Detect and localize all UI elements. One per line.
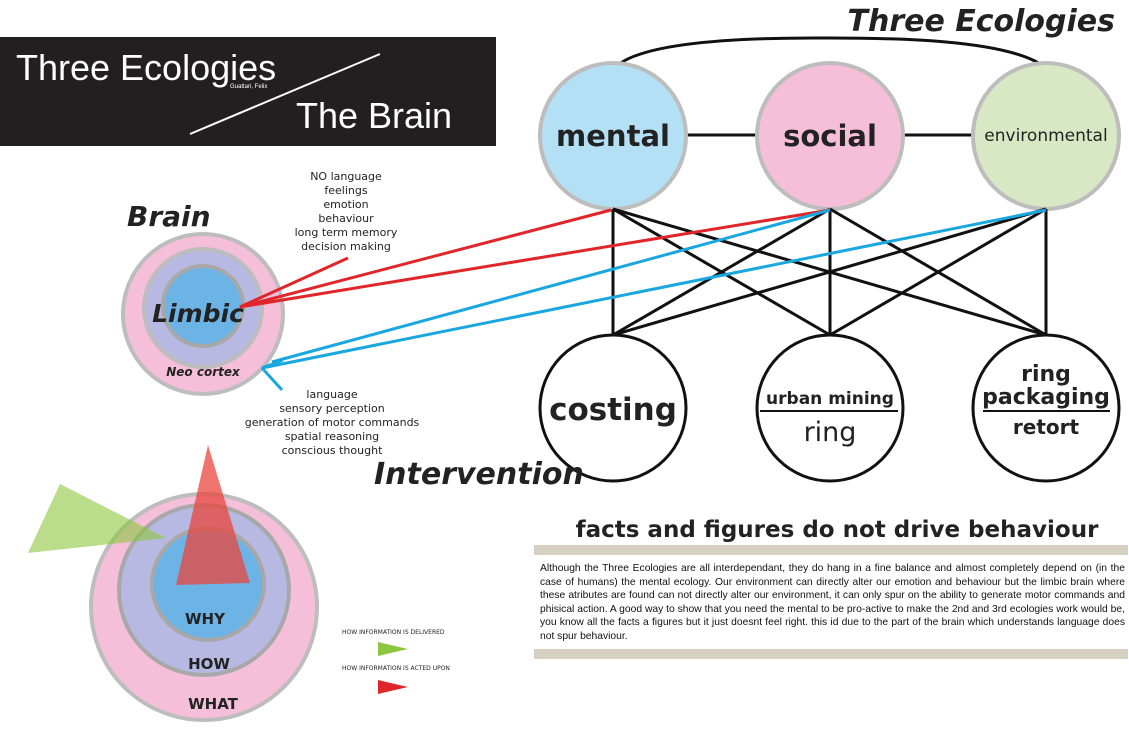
limbic-function: feelings	[324, 184, 367, 197]
neocortex-function: conscious thought	[282, 444, 383, 457]
limbic-function: long term memory	[295, 226, 398, 239]
ecology-intervention-connectors	[611, 207, 1048, 337]
packaging-label: packaging	[982, 385, 1110, 410]
neocortex-function: language	[306, 388, 357, 401]
facts-top-bar	[534, 545, 1128, 555]
limbic-function: emotion	[323, 198, 368, 211]
environmental-label: environmental	[984, 126, 1107, 146]
urban-mining-ring-label: ring	[804, 417, 857, 448]
urban-mining-node	[755, 333, 905, 483]
neocortex-function: spatial reasoning	[285, 430, 379, 443]
packaging-ring-label: ring	[1021, 362, 1071, 387]
title-box-background	[0, 37, 496, 146]
limbic-function: decision making	[301, 240, 391, 253]
legend-acted-arrow	[378, 680, 408, 694]
limbic-function: NO language	[310, 170, 382, 183]
acted-wedge	[176, 445, 250, 585]
limbic-function-list: NO language feelings emotion behaviour l…	[295, 170, 398, 253]
limbic-label: Limbic	[152, 299, 244, 328]
costing-label: costing	[549, 392, 677, 428]
title-box-bottom: The Brain	[296, 95, 452, 136]
neocortex-function: generation of motor commands	[245, 416, 420, 429]
retort-label: retort	[1013, 415, 1080, 439]
title-box-top: Three Ecologies	[16, 47, 276, 88]
golden-circle: WHY HOW WHAT	[28, 445, 319, 722]
limbic-function: behaviour	[318, 212, 374, 225]
intervention-heading: Intervention	[374, 457, 584, 492]
urban-mining-label: urban mining	[766, 389, 894, 409]
costing-node	[538, 333, 688, 483]
title-box: Three Ecologies Guattari, Felix The Brai…	[0, 37, 496, 146]
packaging-node	[971, 333, 1121, 483]
ecologies-heading: Three Ecologies	[848, 4, 1116, 39]
legend: HOW INFORMATION IS DELIVERED HOW INFORMA…	[342, 629, 450, 694]
mental-label: mental	[556, 119, 670, 153]
neocortex-function-list: language sensory perception generation o…	[245, 388, 420, 457]
brain-heading: Brain	[127, 200, 211, 233]
facts-paragraph: Although the Three Ecologies are all int…	[540, 563, 1125, 642]
how-label: HOW	[188, 655, 230, 673]
title-box-author: Guattari, Felix	[230, 84, 267, 90]
neocortex-connectors	[260, 208, 1047, 392]
legend-delivered-label: HOW INFORMATION IS DELIVERED	[342, 629, 445, 636]
why-label: WHY	[185, 610, 226, 628]
ecology-arch-connector	[611, 36, 1047, 71]
facts-bottom-bar	[534, 649, 1128, 659]
limbic-connectors	[239, 208, 831, 309]
delivered-wedge	[28, 484, 166, 553]
neo-cortex-label: Neo cortex	[166, 365, 241, 379]
neocortex-function: sensory perception	[279, 402, 384, 415]
what-label: WHAT	[188, 695, 239, 713]
facts-heading: facts and figures do not drive behaviour	[576, 517, 1099, 543]
legend-delivered-arrow	[378, 642, 408, 656]
social-label: social	[783, 119, 877, 153]
title-box-divider	[189, 53, 381, 135]
legend-acted-label: HOW INFORMATION IS ACTED UPON	[342, 665, 450, 672]
